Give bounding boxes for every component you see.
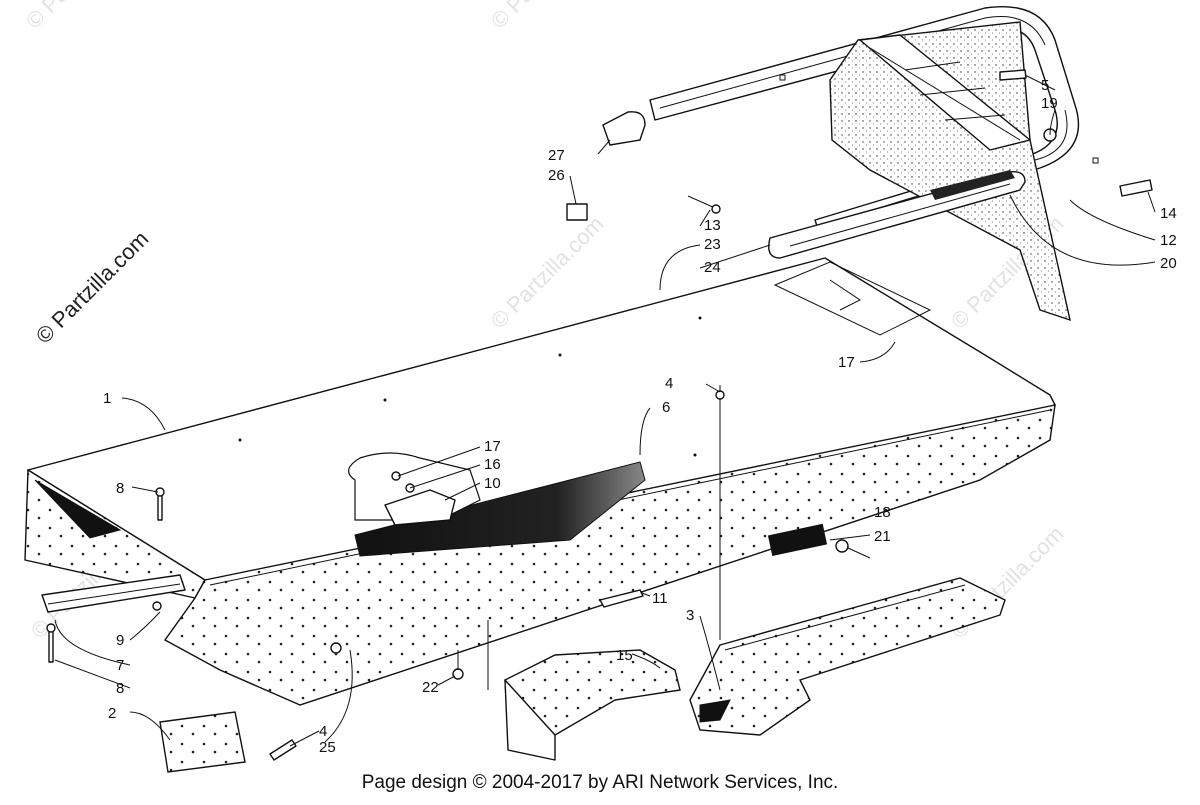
callout-8: 8 — [116, 680, 124, 697]
crossbar — [768, 170, 1026, 259]
callout-6: 6 — [662, 399, 670, 416]
callout-3: 3 — [686, 607, 694, 624]
callout-10: 10 — [484, 475, 501, 492]
tunnel — [24, 257, 1056, 706]
copyright-footer: Page design © 2004-2017 by ARI Network S… — [361, 772, 839, 793]
callout-9: 9 — [116, 632, 124, 649]
hardware-upper — [687, 69, 1153, 214]
leader-lines — [54, 74, 1156, 747]
end-cap — [602, 111, 646, 146]
reflector — [767, 523, 849, 556]
decal-square — [566, 203, 588, 221]
callout-18: 18 — [874, 504, 891, 521]
watermark: © Partzilla.com — [486, 0, 609, 34]
callout-19: 19 — [1041, 95, 1058, 112]
callout-26: 26 — [548, 167, 565, 184]
callout-4: 4 — [665, 375, 673, 392]
callout-12: 12 — [1160, 232, 1177, 249]
hardware-lower — [46, 385, 725, 690]
callout-21: 21 — [874, 528, 891, 545]
callout-27: 27 — [548, 147, 565, 164]
callout-13: 13 — [704, 217, 721, 234]
callout-7: 7 — [116, 657, 124, 674]
traction-pad — [504, 649, 681, 761]
mounting-plate — [159, 711, 297, 773]
front-bracket — [41, 487, 186, 613]
callout-15: 15 — [616, 647, 633, 664]
callout-11: 11 — [652, 590, 668, 607]
callout-14: 14 — [1160, 205, 1177, 222]
callout-16: 16 — [484, 456, 501, 473]
callout-17: 17 — [838, 354, 855, 371]
callout-8: 8 — [116, 480, 124, 497]
callout-23: 23 — [704, 236, 721, 253]
callout-4: 4 — [319, 723, 327, 740]
callout-5: 5 — [1041, 77, 1049, 94]
callout-24: 24 — [704, 259, 721, 276]
callout-22: 22 — [422, 679, 439, 696]
running-board — [689, 577, 1006, 736]
watermark: © Partzilla.com — [21, 0, 144, 34]
snow-flap — [829, 21, 1071, 322]
callout-2: 2 — [108, 705, 116, 722]
partzilla-watermark: © Partzilla.com — [31, 226, 154, 349]
callout-25: 25 — [319, 739, 336, 756]
callout-numbers: 1 2 3 4 4 4 5 6 7 8 8 9 10 11 12 13 14 1… — [103, 77, 1177, 756]
callout-20: 20 — [1160, 255, 1177, 272]
watermark: © Partzilla.com — [486, 211, 609, 334]
callout-1: 1 — [103, 390, 111, 407]
callout-17: 17 — [484, 438, 501, 455]
